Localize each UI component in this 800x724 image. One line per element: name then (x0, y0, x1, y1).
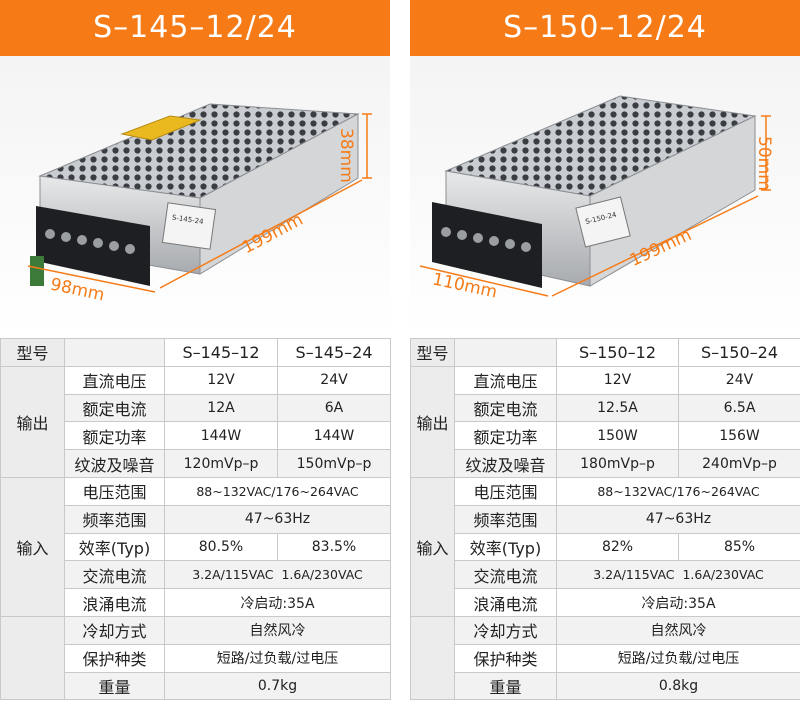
cell: 88~132VAC/176~264VAC (164, 476, 391, 506)
row-label: 冷却方式 (64, 615, 165, 645)
row-label: 纹波及噪音 (64, 449, 165, 478)
cell: 3.2A/115VAC 1.6A/230VAC (164, 560, 391, 590)
row-label: 浪涌电流 (64, 588, 165, 617)
cell: 短路/过负载/过电压 (556, 643, 800, 673)
cell: 156W (678, 421, 800, 451)
cell: 12V (164, 365, 278, 395)
cell: 0.7kg (164, 671, 391, 701)
cell: 3.2A/115VAC 1.6A/230VAC (556, 560, 800, 590)
row-label: 纹波及噪音 (454, 449, 557, 478)
dim-height: 50mm (754, 136, 774, 191)
power-supply-image: S-145-24 (27, 103, 372, 293)
model-b: S–145–24 (277, 338, 391, 367)
group-input: 输入 (0, 476, 65, 617)
cell: 24V (678, 365, 800, 395)
row-label: 保护种类 (64, 643, 165, 673)
cell: 6.5A (678, 393, 800, 423)
cell: 82% (556, 532, 679, 562)
cell: 6A (277, 393, 391, 423)
row-label: 重量 (64, 671, 165, 701)
cell: 144W (277, 421, 391, 451)
model-a: S–145–12 (164, 338, 278, 367)
row-label: 浪涌电流 (454, 588, 557, 617)
model-label: 型号 (0, 338, 65, 367)
cell: 240mVp–p (678, 449, 800, 478)
row-label: 直流电压 (64, 365, 165, 395)
group-output: 输出 (0, 365, 65, 478)
product-photo: S-145-24 38mm 199mm 98mm (0, 56, 390, 338)
row-label: 重量 (454, 671, 557, 701)
power-supply-image: S-150-24 (419, 95, 771, 297)
cell: 150mVp–p (277, 449, 391, 478)
cell: 12A (164, 393, 278, 423)
cell: 180mVp–p (556, 449, 679, 478)
row-label: 保护种类 (454, 643, 557, 673)
cell: 自然风冷 (164, 615, 391, 645)
cell: 短路/过负载/过电压 (164, 643, 391, 673)
cell: 83.5% (277, 532, 391, 562)
product-photo: S-150-24 50mm 199mm 110mm (410, 56, 800, 338)
product-panel-s150: S–150–12/24 S-150-24 (410, 0, 800, 724)
row-label: 电压范围 (64, 476, 165, 506)
cell: 47~63Hz (164, 504, 391, 534)
row-label: 交流电流 (64, 560, 165, 590)
group-input: 输入 (410, 476, 455, 617)
cell: 144W (164, 421, 278, 451)
row-label: 冷却方式 (454, 615, 557, 645)
group-output: 输出 (410, 365, 455, 478)
cell: 0.8kg (556, 671, 800, 701)
spec-table: 型号 S–150–12 S–150–24 输出 直流电压 12V 24V 额定电… (410, 338, 800, 701)
model-b: S–150–24 (678, 338, 800, 367)
row-label: 直流电压 (454, 365, 557, 395)
cell: 150W (556, 421, 679, 451)
row-label: 额定功率 (64, 421, 165, 451)
product-title: S–145–12/24 (0, 0, 390, 56)
dim-height: 38mm (336, 128, 356, 183)
cell: 120mVp–p (164, 449, 278, 478)
cell: 12V (556, 365, 679, 395)
spec-table: 型号 S–145–12 S–145–24 输出 直流电压 12V 24V 额定电… (0, 338, 391, 701)
cell: 85% (678, 532, 800, 562)
model-label: 型号 (410, 338, 455, 367)
row-label: 频率范围 (454, 504, 557, 534)
row-label: 额定电流 (64, 393, 165, 423)
cell: 冷启动:35A (164, 588, 391, 617)
row-label: 效率(Typ) (64, 532, 165, 562)
cell: 88~132VAC/176~264VAC (556, 476, 800, 506)
row-label: 交流电流 (454, 560, 557, 590)
cell: 冷启动:35A (556, 588, 800, 617)
row-label: 效率(Typ) (454, 532, 557, 562)
model-a: S–150–12 (556, 338, 679, 367)
cell: 47~63Hz (556, 504, 800, 534)
cell: 自然风冷 (556, 615, 800, 645)
cell: 80.5% (164, 532, 278, 562)
row-label: 额定功率 (454, 421, 557, 451)
row-label: 电压范围 (454, 476, 557, 506)
cell: 24V (277, 365, 391, 395)
product-panel-s145: S–145–12/24 (0, 0, 391, 724)
cell: 12.5A (556, 393, 679, 423)
row-label: 频率范围 (64, 504, 165, 534)
product-title: S–150–12/24 (410, 0, 800, 56)
row-label: 额定电流 (454, 393, 557, 423)
